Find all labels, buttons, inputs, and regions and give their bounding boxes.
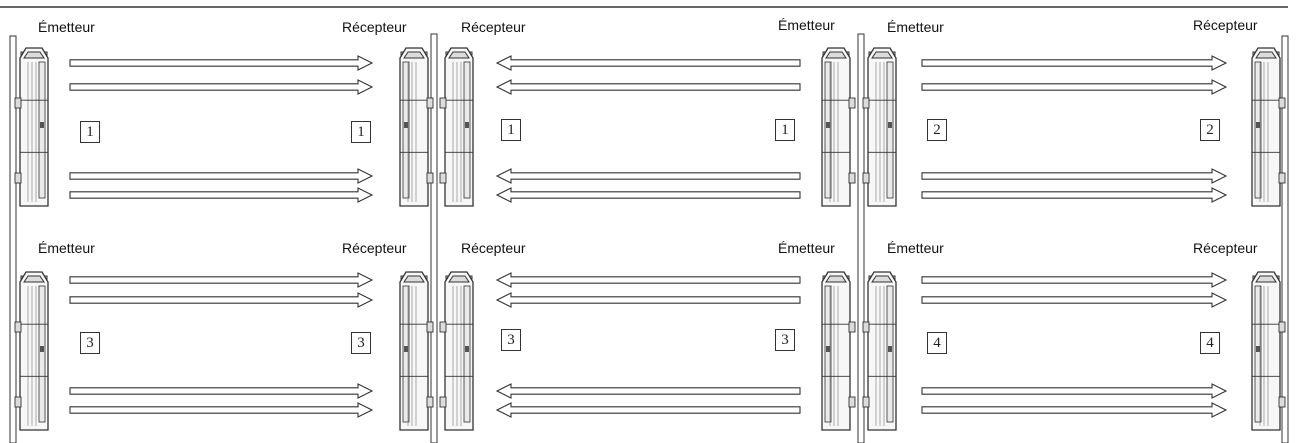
beam-arrow-row1-c-1: [921, 55, 1228, 71]
sensor-unit-row2-c-left: [862, 271, 897, 431]
beam-arrow-row2-a-2: [69, 292, 374, 308]
receiver-label-row1-c: Récepteur: [1193, 17, 1258, 33]
mounting-pole-2: [430, 33, 438, 443]
beam-arrow-row2-c-1: [921, 272, 1228, 288]
beam-arrow-row2-c-3: [921, 383, 1228, 399]
sensor-unit-row1-b-left: [439, 47, 474, 207]
sensor-unit-row1-a-left: [14, 47, 49, 207]
receiver-label-row2-b: Récepteur: [461, 240, 526, 256]
emitter-label-row2-c: Émetteur: [887, 240, 944, 256]
channel-box-row1-c-receiver: 2: [1200, 119, 1220, 141]
receiver-label-row2-a: Récepteur: [342, 240, 407, 256]
beam-arrow-row1-b-2: [495, 79, 801, 95]
channel-box-row1-b-receiver: 1: [501, 119, 521, 141]
sensor-unit-row2-b-right: [821, 271, 856, 431]
receiver-label-row2-c: Récepteur: [1193, 240, 1258, 256]
beam-arrow-row1-c-3: [921, 168, 1228, 184]
channel-box-row2-c-receiver: 4: [1200, 332, 1220, 354]
mounting-pole-1: [9, 35, 17, 443]
beam-arrow-row2-b-2: [495, 292, 801, 308]
beam-arrow-row2-b-4: [495, 402, 801, 418]
mounting-pole-3: [857, 33, 865, 443]
sensor-unit-row1-c-left: [862, 47, 897, 207]
sensor-unit-row2-c-right: [1251, 271, 1286, 431]
beam-arrow-row2-b-3: [495, 383, 801, 399]
sensor-unit-row2-b-left: [439, 271, 474, 431]
sensor-unit-row1-b-right: [821, 47, 856, 207]
beam-arrow-row2-a-1: [69, 272, 374, 288]
emitter-label-row1-b: Émetteur: [778, 17, 835, 33]
beam-arrow-row1-b-3: [495, 168, 801, 184]
emitter-label-row1-c: Émetteur: [887, 19, 944, 35]
receiver-label-row1-a: Récepteur: [342, 19, 407, 35]
beam-arrow-row2-b-1: [495, 272, 801, 288]
sensor-unit-row1-a-right: [399, 47, 434, 207]
beam-arrow-row1-a-2: [69, 79, 374, 95]
receiver-label-row1-b: Récepteur: [461, 19, 526, 35]
sensor-unit-row2-a-left: [14, 271, 49, 431]
emitter-label-row1-a: Émetteur: [38, 19, 95, 35]
channel-box-row2-c-emitter: 4: [927, 332, 947, 354]
beam-arrow-row2-c-2: [921, 292, 1228, 308]
emitter-label-row2-b: Émetteur: [778, 240, 835, 256]
beam-arrow-row1-b-1: [495, 55, 801, 71]
channel-box-row1-b-emitter: 1: [775, 119, 795, 141]
channel-box-row1-a-receiver: 1: [351, 121, 371, 143]
mounting-pole-4: [1281, 35, 1289, 443]
channel-box-row2-a-emitter: 3: [80, 332, 100, 354]
beam-arrow-row2-a-3: [69, 383, 374, 399]
beam-arrow-row1-a-1: [69, 55, 374, 71]
beam-arrow-row2-a-4: [69, 402, 374, 418]
channel-box-row1-c-emitter: 2: [927, 119, 947, 141]
channel-box-row2-b-emitter: 3: [775, 329, 795, 351]
beam-arrow-row1-a-4: [69, 187, 374, 203]
beam-arrow-row1-c-4: [921, 187, 1228, 203]
emitter-label-row2-a: Émetteur: [38, 240, 95, 256]
beam-arrow-row1-b-4: [495, 187, 801, 203]
channel-box-row1-a-emitter: 1: [80, 121, 100, 143]
beam-arrow-row1-c-2: [921, 79, 1228, 95]
beam-arrow-row2-c-4: [921, 402, 1228, 418]
beam-arrow-row1-a-3: [69, 168, 374, 184]
channel-box-row2-b-receiver: 3: [501, 329, 521, 351]
sensor-unit-row2-a-right: [399, 271, 434, 431]
sensor-unit-row1-c-right: [1251, 47, 1286, 207]
channel-box-row2-a-receiver: 3: [351, 332, 371, 354]
